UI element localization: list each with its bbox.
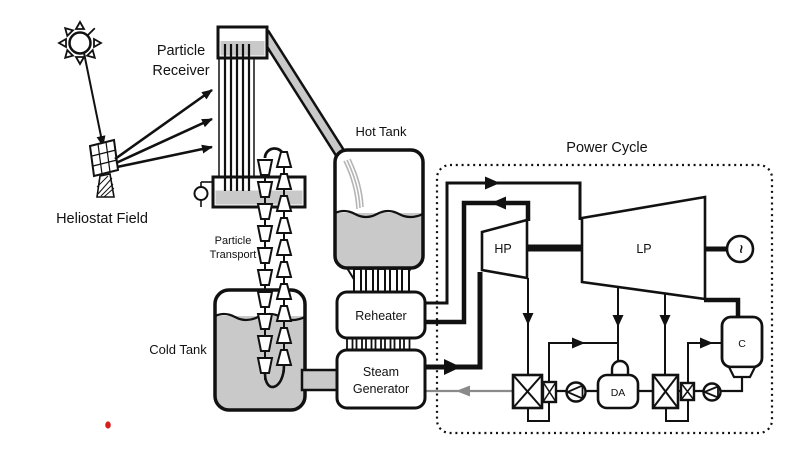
- cold-reheat-line: [424, 196, 531, 325]
- particle-transport-label-2: Transport: [210, 249, 257, 261]
- hp-turbine-label: HP: [494, 242, 511, 256]
- condenser: C: [720, 315, 764, 379]
- sun-icon: [57, 20, 103, 66]
- cold-tank-label: Cold Tank: [149, 342, 207, 357]
- heater-vent-lines: [548, 337, 722, 383]
- main-steam-line: [424, 272, 483, 375]
- cold-pipe: [300, 368, 342, 392]
- steam-generator: Steam Generator: [335, 348, 427, 410]
- lp-turbine-label: LP: [636, 242, 651, 256]
- hot-tank-label: Hot Tank: [355, 124, 407, 139]
- receiver-instrument-icon: [193, 181, 213, 207]
- reheater-label: Reheater: [355, 309, 406, 323]
- reheater: Reheater: [335, 290, 427, 340]
- deaerator-label: DA: [611, 387, 626, 399]
- feedwater-heater-1: [511, 373, 558, 410]
- heliostat-field-label: Heliostat Field: [56, 211, 148, 227]
- particle-pour-stream: [343, 158, 364, 210]
- feedwater-heater-2: [651, 373, 696, 410]
- pump-2-icon: [702, 382, 722, 402]
- reflected-ray-arrows: [114, 88, 213, 169]
- particle-receiver-label-1: Particle: [157, 43, 205, 59]
- hot-tank: [333, 148, 425, 270]
- particle-transport-label-1: Particle: [215, 235, 252, 247]
- pump-1-icon: [565, 381, 587, 403]
- lp-turbine: LP: [580, 195, 707, 301]
- generator-symbol: ~: [732, 245, 749, 254]
- hot-reheat-line: [424, 176, 582, 305]
- hp-turbine: HP: [480, 218, 529, 280]
- steam-generator-label-1: Steam: [363, 365, 399, 379]
- lp-exhaust-line: [704, 297, 741, 318]
- sun-ray-line: [83, 52, 106, 147]
- diagram-labels: Particle Receiver Heliostat Field Partic…: [56, 43, 648, 357]
- heater-drain-loops: [527, 400, 689, 422]
- power-cycle-label: Power Cycle: [566, 140, 647, 156]
- red-dot-marker: [105, 421, 111, 429]
- bucket-elevator: [257, 147, 292, 389]
- generator-icon: ~: [725, 234, 755, 264]
- feedwater-line: [424, 378, 744, 397]
- particle-chute: [258, 29, 353, 168]
- condenser-label: C: [738, 338, 746, 350]
- heliostat-icon: [88, 138, 120, 198]
- extraction-lines: [522, 278, 671, 375]
- receiver-tubes: [223, 44, 251, 191]
- cold-tank: [213, 288, 307, 412]
- particle-receiver-label-2: Receiver: [152, 63, 209, 79]
- steam-generator-label-2: Generator: [353, 382, 409, 396]
- hot-tank-tubes: [346, 267, 412, 294]
- deaerator: DA: [596, 359, 640, 410]
